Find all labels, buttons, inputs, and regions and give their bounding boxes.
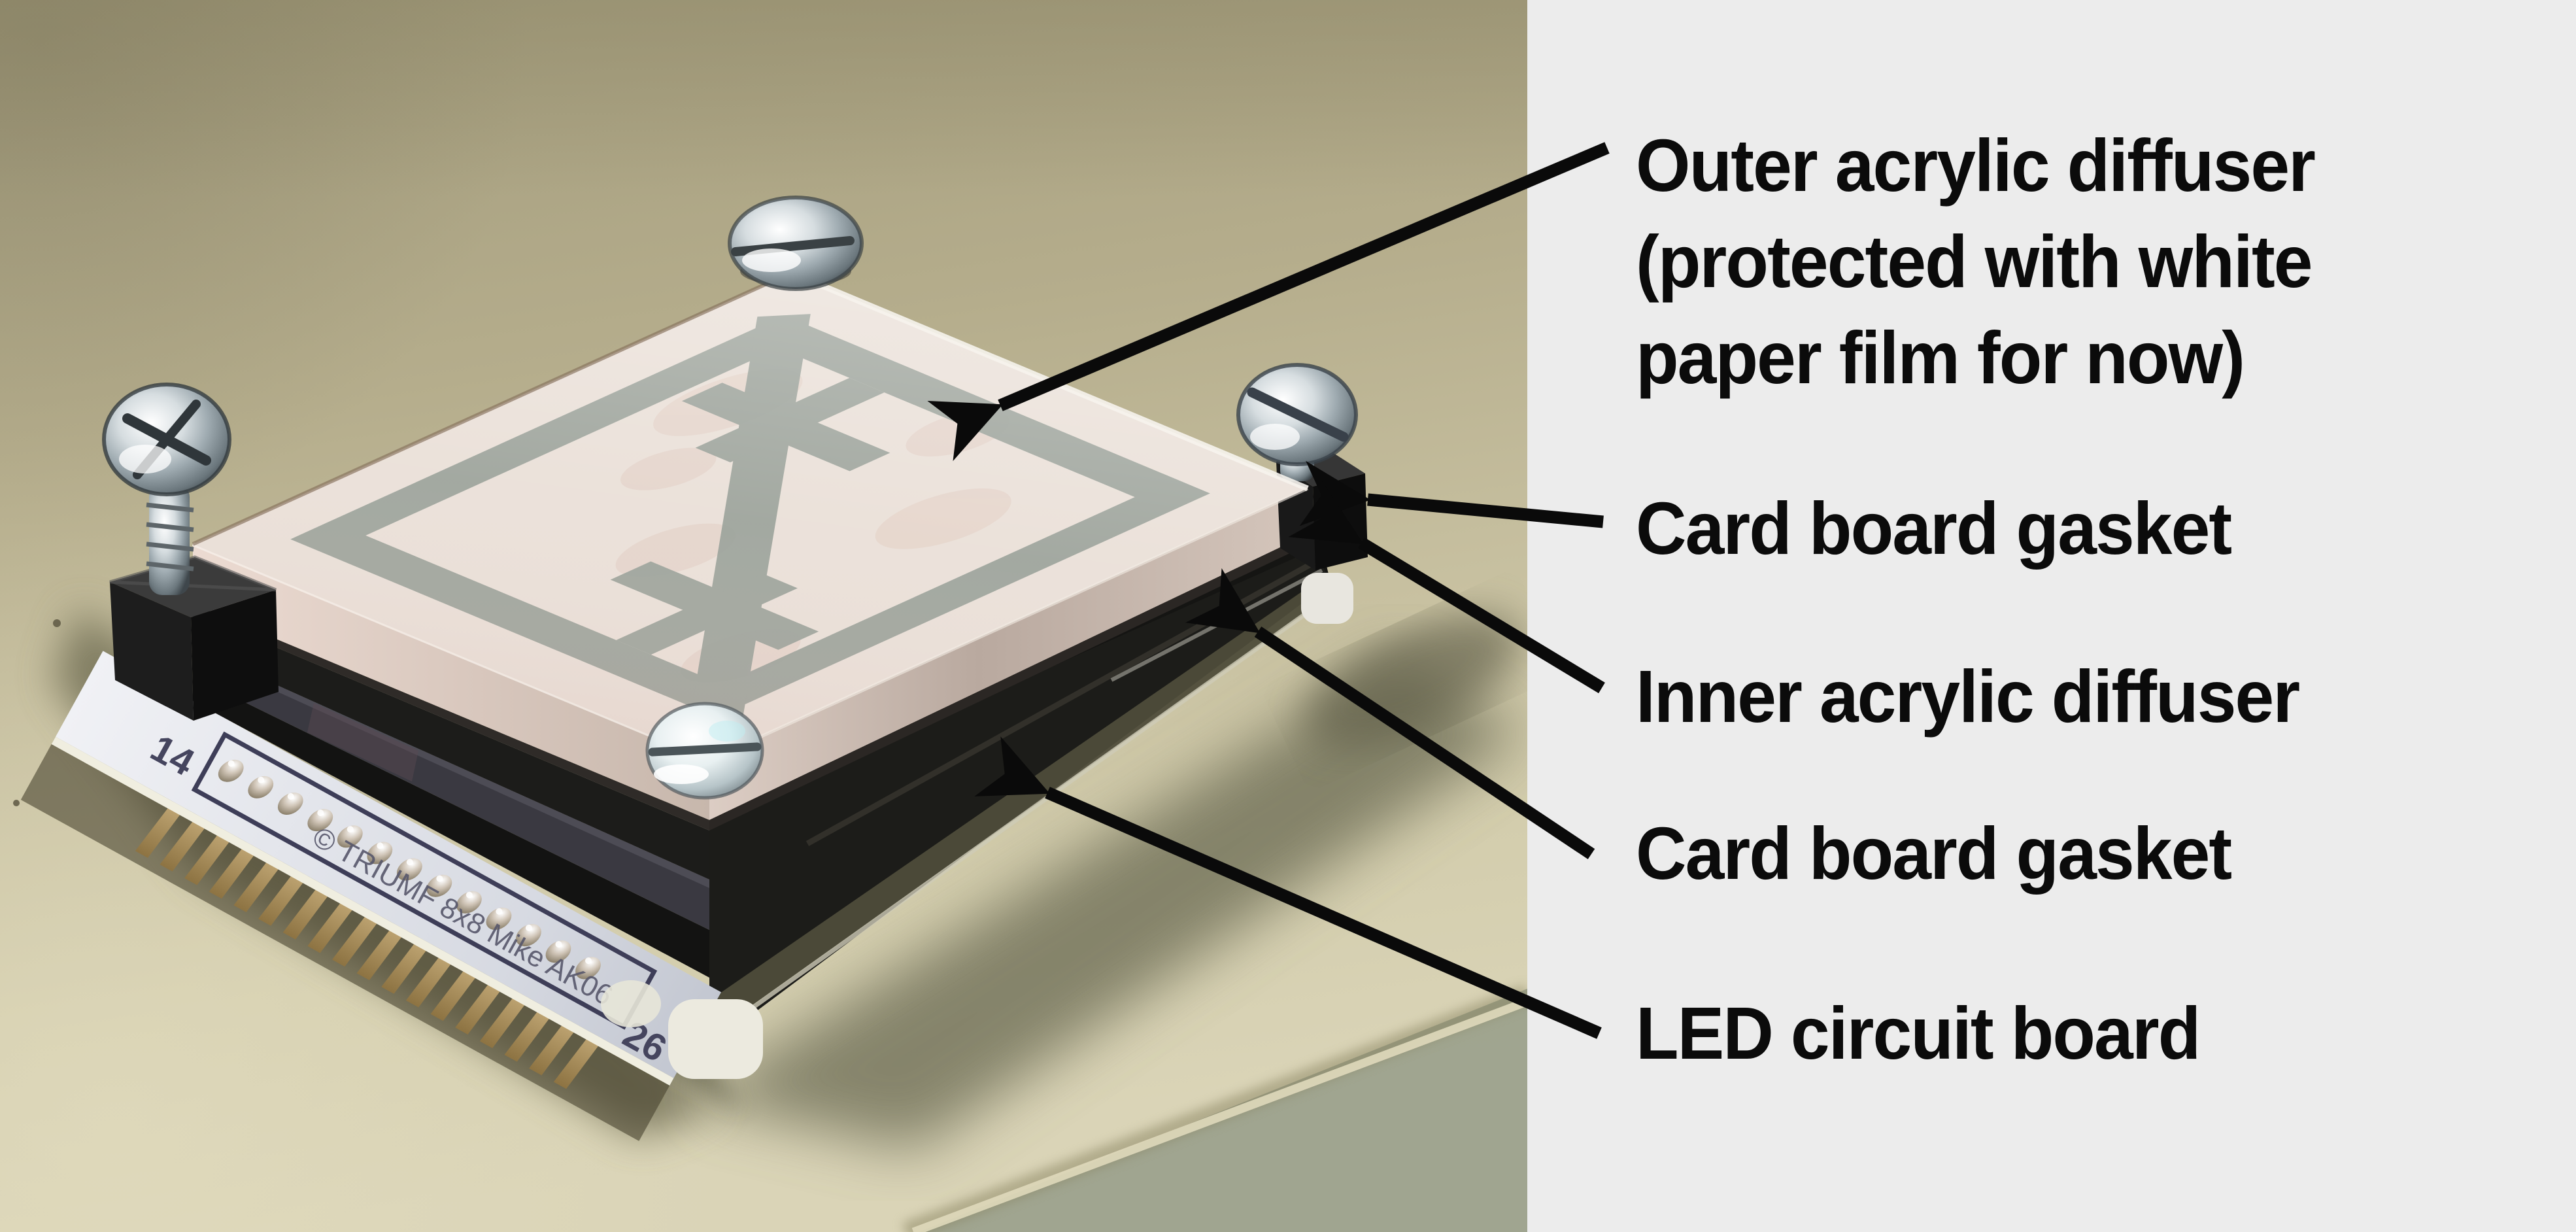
callout-arrows <box>927 142 1610 1039</box>
shadow-right-band <box>693 654 1523 1151</box>
screw-front <box>645 702 764 800</box>
cardboard-gasket-bottom-edge <box>193 677 709 978</box>
arrow-led-circuit-board <box>974 736 1602 1039</box>
top-edge-far-left <box>192 271 792 546</box>
screw-top <box>728 196 864 291</box>
seam <box>193 604 709 830</box>
foot-right <box>1301 573 1353 624</box>
stack-left-face: 14 26 © TRIUMF 8x8 Mike AK06 <box>20 542 721 1141</box>
foot-front <box>668 999 763 1079</box>
tile-grout-highlight <box>911 997 1527 1232</box>
inner-diffuser-edge <box>193 647 709 930</box>
connector-pin-row <box>135 801 603 1089</box>
solder-joint-row <box>218 759 601 980</box>
arrow-inner-acrylic-diffuser <box>1288 481 1605 694</box>
label-panel-background <box>1527 0 2576 1232</box>
top-edge-near-right <box>708 487 1309 762</box>
arrow-card-board-gasket-top <box>1299 460 1604 528</box>
outer-diffuser-edge <box>193 544 709 820</box>
cardboard-gasket-top-edge <box>193 612 709 880</box>
arrow-outer-acrylic-diffuser <box>927 142 1610 462</box>
stack-right-face <box>707 488 1330 1046</box>
screw-right <box>1236 363 1358 481</box>
photo-area: 14 26 © TRIUMF 8x8 Mike AK06 <box>0 0 1527 1232</box>
arrow-card-board-gasket-bottom <box>1185 568 1595 859</box>
led-pcb-edge: 14 26 © TRIUMF 8x8 Mike AK06 <box>20 651 721 1141</box>
shadow-right-corner <box>1303 613 1521 747</box>
foot-front-small <box>601 980 661 1027</box>
screw-left <box>102 383 231 595</box>
